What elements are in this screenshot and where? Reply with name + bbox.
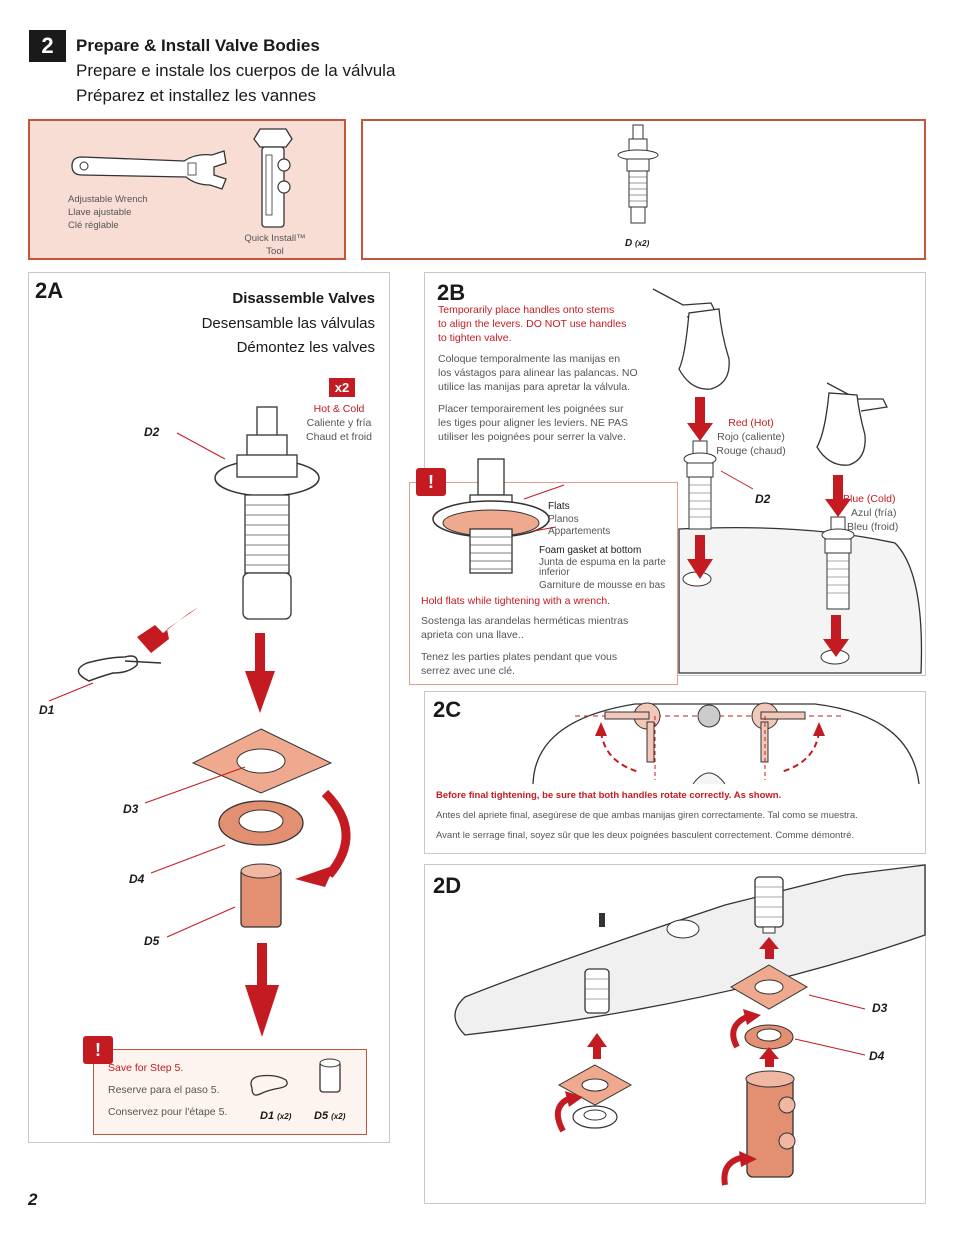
save-d5-qty: (x2) <box>331 1112 346 1121</box>
hot-cold-en: Hot & Cold <box>313 403 365 415</box>
foam-en: Foam gasket at bottom <box>539 545 642 556</box>
2b-note-red-3: to tighten valve. <box>438 332 512 344</box>
blue-cold-en: Blue (Cold) <box>843 493 896 505</box>
red-hot-fr: Rouge (chaud) <box>716 445 786 457</box>
section-2a-title-es: Desensamble las válvulas <box>201 315 375 332</box>
step-title-es: Prepare e instale los cuerpos de la válv… <box>76 61 396 80</box>
hot-cold-fr: Chaud et froid <box>306 431 372 443</box>
foam-es-2: inferior <box>539 567 570 578</box>
blue-cold-es: Azul (fría) <box>851 507 897 519</box>
flats-en: Flats <box>548 501 570 512</box>
2b-note-fr-1: Placer temporairement les poignées sur <box>438 403 624 415</box>
2c-note-en: Before final tightening, be sure that bo… <box>436 790 782 801</box>
save-d5-letter: D5 <box>314 1110 329 1122</box>
save-note-en: Save for Step 5. <box>108 1062 184 1074</box>
section-2a-title-en: Disassemble Valves <box>232 290 375 307</box>
2d-label-d4: D4 <box>869 1049 885 1063</box>
section-2a-title-fr: Démontez les valves <box>236 339 375 356</box>
quantity-badge: x2 <box>329 378 355 397</box>
tighten-warning-box: Flats Planos Appartements Foam gasket at… <box>409 458 678 685</box>
2b-note-fr-3: utiliser les poignées pour serrer la val… <box>438 431 626 443</box>
label-d2: D2 <box>144 425 160 439</box>
label-d1: D1 <box>39 703 55 717</box>
quick-install-label-1: Quick Install™ <box>244 233 306 244</box>
handle-rotation-illustration <box>532 702 920 785</box>
2c-note-es: Antes del apriete final, asegúrese de qu… <box>436 810 858 821</box>
save-note-fr: Conservez pour l'étape 5. <box>108 1106 228 1118</box>
save-d1-label: D1 (x2) <box>260 1110 291 1122</box>
2c-note-fr: Avant le serrage final, soyez sûr que le… <box>436 830 855 841</box>
save-d1-letter: D1 <box>260 1110 275 1122</box>
flats-es: Planos <box>548 514 579 525</box>
quick-install-label-2: Tool <box>266 246 284 257</box>
2b-label-d2: D2 <box>755 492 771 506</box>
hot-cold-es: Caliente y fría <box>306 417 372 429</box>
valve-body-part-icon <box>617 124 659 224</box>
foam-fr: Garniture de mousse en bas <box>539 580 666 591</box>
parts-panel: D (x2) <box>361 119 926 260</box>
2b-note-es-1: Coloque temporalmente las manijas en <box>438 353 621 365</box>
handles-and-sink-illustration <box>652 288 923 674</box>
save-d5-label: D5 (x2) <box>314 1110 345 1122</box>
quick-install-tool-icon <box>253 128 293 228</box>
red-hot-en: Red (Hot) <box>728 417 774 429</box>
label-d4: D4 <box>129 872 145 886</box>
blue-cold-fr: Bleu (froid) <box>847 521 899 533</box>
section-2d-panel: 2D D3 D4 <box>424 864 926 1204</box>
wrench-label-en: Adjustable Wrench <box>68 194 148 205</box>
wrench-label-fr: Clé réglable <box>68 220 119 231</box>
step-number-badge: 2 <box>29 30 66 62</box>
clip-part-icon <box>250 1074 288 1096</box>
sleeve-part-icon <box>319 1058 341 1093</box>
page-number: 2 <box>28 1190 38 1209</box>
flats-fr: Appartements <box>548 526 611 537</box>
step-title-fr: Préparez et installez les vannes <box>76 86 317 105</box>
section-2a-label: 2A <box>35 278 64 303</box>
save-note-es: Reserve para el paso 5. <box>108 1084 220 1096</box>
valve-flats-illustration <box>432 458 565 574</box>
hold-flats-es-1: Sostenga las arandelas herméticas mientr… <box>421 615 629 627</box>
section-2c-label: 2C <box>433 697 462 722</box>
save-d1-qty: (x2) <box>277 1112 292 1121</box>
section-2c-panel: 2C Before final tightening, be sure that… <box>424 691 926 854</box>
section-2b-label: 2B <box>437 280 466 305</box>
valve-cartridge-illustration <box>48 406 351 1037</box>
2b-note-red-2: to align the levers. DO NOT use handles <box>438 318 627 330</box>
hold-flats-fr-2: serrez avec une clé. <box>421 665 515 677</box>
2b-note-red-1: Temporarily place handles onto stems <box>438 304 615 316</box>
valve-installation-illustration <box>454 864 926 1186</box>
hold-flats-en: Hold flats while tightening with a wrenc… <box>421 595 611 607</box>
tools-panel: Adjustable Wrench Llave ajustable Clé ré… <box>28 119 346 260</box>
hold-flats-fr-1: Tenez les parties plates pendant que vou… <box>421 651 618 663</box>
red-hot-es: Rojo (caliente) <box>717 431 785 443</box>
section-2a-panel: 2A Disassemble Valves Desensamble las vá… <box>28 272 390 1143</box>
2d-label-d3: D3 <box>872 1001 888 1015</box>
label-d3: D3 <box>123 802 139 816</box>
2b-note-es-3: utilice las manijas para apretar la válv… <box>438 381 631 393</box>
part-d-qty: (x2) <box>635 239 650 248</box>
wrench-label-es: Llave ajustable <box>68 207 132 218</box>
adjustable-wrench-icon <box>71 150 227 190</box>
foam-es-1: Junta de espuma en la parte <box>539 557 666 568</box>
2b-warning-icon: ! <box>416 468 446 496</box>
part-d-letter: D <box>625 238 633 249</box>
step-title-en: Prepare & Install Valve Bodies <box>76 36 320 55</box>
label-d5: D5 <box>144 934 160 948</box>
warning-icon: ! <box>83 1036 113 1064</box>
part-d-label: D (x2) <box>625 238 649 249</box>
section-2d-label: 2D <box>433 873 462 898</box>
2b-note-fr-2: les tiges pour aligner les leviers. NE P… <box>438 417 629 429</box>
save-for-step-box: Save for Step 5. Reserve para el paso 5.… <box>93 1049 367 1135</box>
hold-flats-es-2: aprieta con una llave.. <box>421 629 524 641</box>
2b-note-es-2: los vástagos para alinear las palancas. … <box>438 367 638 379</box>
